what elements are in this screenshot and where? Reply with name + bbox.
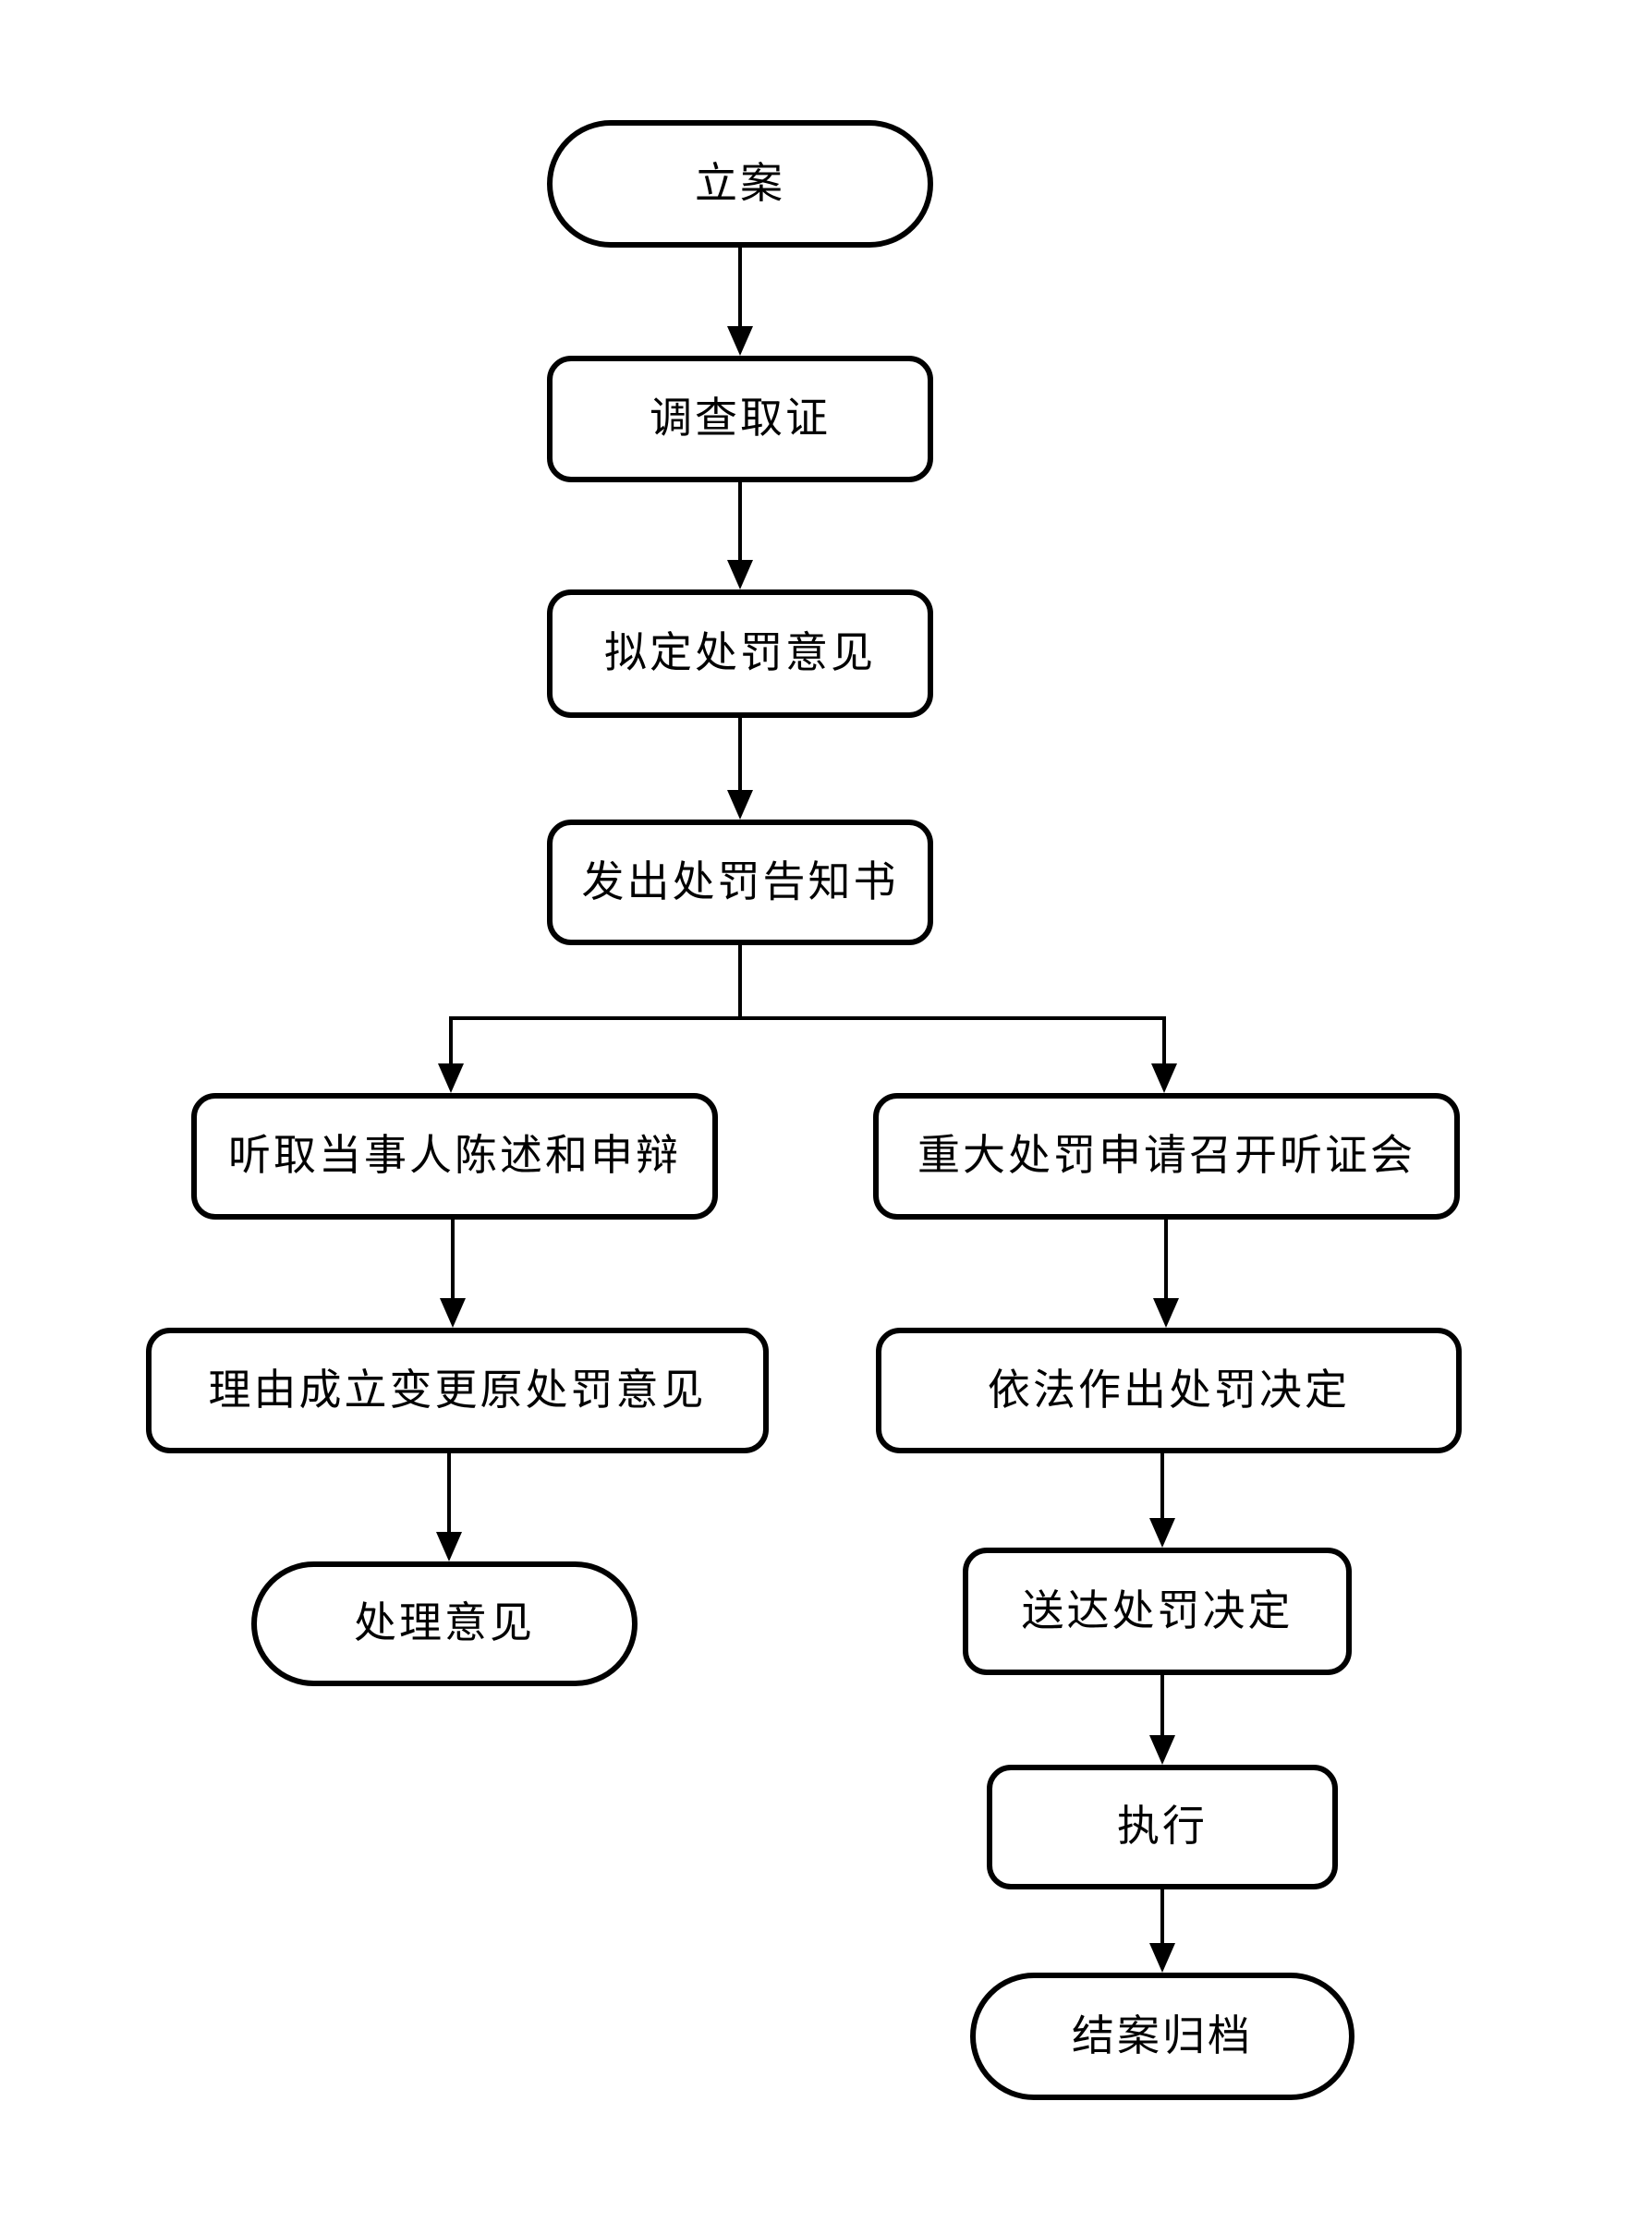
arrow-down-icon [1149, 1735, 1175, 1765]
node-label: 理由成立变更原处罚意见 [208, 1366, 707, 1414]
node-label: 执行 [1117, 1803, 1208, 1851]
node-label: 结案归档 [1072, 2011, 1253, 2059]
connector-line [1160, 1675, 1164, 1737]
node-label: 调查取证 [650, 395, 831, 443]
arrow-down-icon [1151, 1063, 1177, 1093]
node-label: 依法作出处罚决定 [988, 1366, 1350, 1414]
connector-line [451, 1220, 455, 1300]
connector-line [451, 1016, 1166, 1020]
connector-line [1160, 1889, 1164, 1945]
connector-line [449, 1016, 453, 1065]
connector-line [738, 945, 742, 1019]
node-label: 送达处罚决定 [1021, 1586, 1294, 1634]
arrow-down-icon [1153, 1298, 1179, 1328]
connector-line [738, 248, 742, 328]
node-case-filing: 立案 [547, 120, 933, 248]
node-deliver-penalty-decision: 送达处罚决定 [963, 1548, 1352, 1675]
connector-line [1164, 1220, 1168, 1300]
node-label: 发出处罚告知书 [581, 857, 899, 905]
arrow-down-icon [727, 790, 753, 820]
arrow-down-icon [436, 1532, 462, 1561]
node-hear-statement-defense: 听取当事人陈述和申辩 [191, 1093, 718, 1220]
node-close-and-archive: 结案归档 [970, 1973, 1354, 2100]
node-label: 处理意见 [354, 1599, 535, 1647]
node-major-penalty-hearing: 重大处罚申请召开听证会 [873, 1093, 1460, 1220]
connector-line [1162, 1016, 1166, 1065]
node-issue-penalty-notice: 发出处罚告知书 [547, 820, 933, 945]
node-execution: 执行 [987, 1765, 1338, 1889]
node-label: 立案 [695, 159, 785, 207]
node-handling-opinion: 处理意见 [251, 1561, 638, 1686]
arrow-down-icon [727, 560, 753, 589]
node-investigation: 调查取证 [547, 356, 933, 482]
connector-line [738, 718, 742, 792]
connector-line [447, 1453, 451, 1534]
arrow-down-icon [1149, 1518, 1175, 1548]
arrow-down-icon [438, 1063, 464, 1093]
arrow-down-icon [727, 326, 753, 356]
node-label: 重大处罚申请召开听证会 [917, 1132, 1415, 1180]
node-make-penalty-decision: 依法作出处罚决定 [876, 1328, 1462, 1453]
node-label: 拟定处罚意见 [604, 629, 876, 677]
arrow-down-icon [440, 1298, 466, 1328]
node-label: 听取当事人陈述和申辩 [228, 1132, 681, 1180]
connector-line [738, 482, 742, 562]
node-draft-penalty-opinion: 拟定处罚意见 [547, 589, 933, 718]
arrow-down-icon [1149, 1943, 1175, 1973]
connector-line [1160, 1453, 1164, 1520]
node-modify-original-opinion: 理由成立变更原处罚意见 [146, 1328, 769, 1453]
